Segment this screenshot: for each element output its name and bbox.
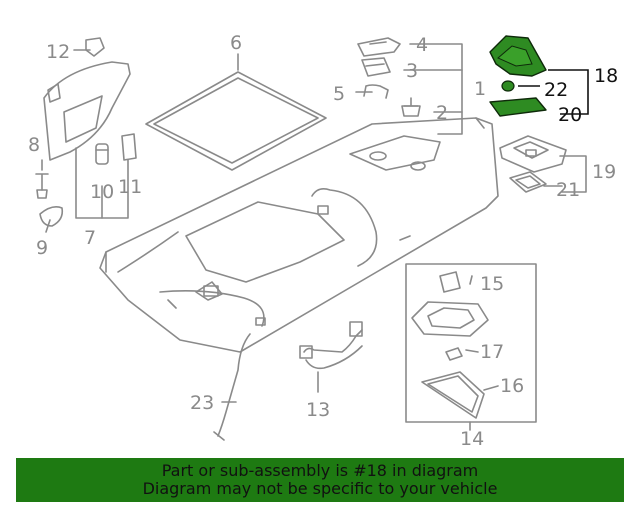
lens-part-21 — [509, 171, 547, 193]
bulb-part-17 — [445, 347, 463, 361]
leader-lines — [41, 43, 587, 431]
clip-part-5 — [363, 84, 389, 99]
cap-part-9 — [39, 206, 64, 227]
headliner-part — [99, 117, 499, 353]
bushing-part-10 — [95, 143, 109, 165]
callout-23: 23 — [190, 392, 214, 414]
callout-9: 9 — [36, 237, 48, 259]
notice-line-2: Diagram may not be specific to your vehi… — [142, 479, 498, 498]
callout-22: 22 — [544, 79, 568, 101]
dome-lamp-group-box — [405, 263, 537, 423]
bracket-part-4 — [357, 37, 401, 57]
callout-21: 21 — [556, 179, 580, 201]
callout-19: 19 — [592, 161, 616, 183]
callout-18: 18 — [594, 65, 618, 87]
sun-visor-part — [43, 61, 131, 161]
callout-6: 6 — [230, 32, 242, 54]
callout-1: 1 — [474, 78, 486, 100]
callout-4: 4 — [416, 34, 428, 56]
callout-17: 17 — [480, 341, 504, 363]
callout-20: 20 — [558, 104, 582, 126]
callout-13: 13 — [306, 399, 330, 421]
bracket-part-3 — [361, 57, 391, 77]
callout-10: 10 — [90, 181, 114, 203]
wire-harness-part — [213, 333, 251, 441]
callout-11: 11 — [118, 176, 142, 198]
parts-diagram: 12 6 4 3 5 1 2 8 10 11 9 7 19 21 15 17 1… — [28, 32, 618, 450]
callout-7: 7 — [84, 227, 96, 249]
clip-part-2 — [401, 97, 421, 117]
callout-3: 3 — [406, 60, 418, 82]
overhead-console-highlight-part-18 — [489, 35, 547, 117]
lens-part-16 — [421, 371, 485, 419]
notice-banner: Part or sub-assembly is #18 in diagram D… — [16, 458, 624, 502]
sunroof-glass-part — [145, 71, 327, 171]
cover-part-11 — [121, 133, 137, 161]
clip-part-15 — [439, 271, 461, 293]
grab-handle-part — [299, 321, 363, 370]
callout-15: 15 — [480, 273, 504, 295]
callout-2: 2 — [436, 102, 448, 124]
callout-16: 16 — [500, 375, 524, 397]
callout-5: 5 — [333, 83, 345, 105]
visor-clip-part-12 — [85, 37, 105, 57]
lamp-housing-part-15-16 — [411, 301, 489, 337]
notice-line-1: Part or sub-assembly is #18 in diagram — [161, 461, 479, 480]
highlight-leader-lines — [518, 69, 589, 115]
callout-12: 12 — [46, 41, 70, 63]
callout-14: 14 — [460, 428, 484, 450]
map-lamp-part-19 — [499, 135, 567, 173]
callout-8: 8 — [28, 134, 40, 156]
screw-part-8 — [35, 173, 49, 199]
